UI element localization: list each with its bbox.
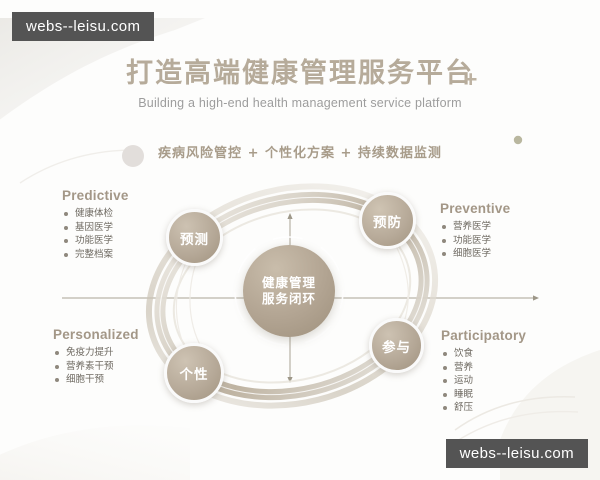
quadrant-preventive: Preventive 营养医学 功能医学 细胞医学 [440,201,510,261]
quadrant-preventive-list: 营养医学 功能医学 细胞医学 [440,220,510,261]
list-item: 功能医学 [440,234,510,248]
list-item: 运动 [441,374,526,388]
watermark-bottom-right: webs--leisu.com [445,439,588,468]
center-node[interactable]: 健康管理 服务闭环 [243,245,335,337]
list-item: 健康体检 [62,207,129,221]
node-personal[interactable]: 个性 [164,343,224,403]
quadrant-predictive: Predictive 健康体检 基因医学 功能医学 完整档案 [62,188,129,261]
list-item: 舒压 [441,401,526,415]
node-predict-label: 预测 [180,231,209,248]
node-participate-label: 参与 [382,339,411,356]
center-node-line2: 服务闭环 [261,291,316,306]
list-item: 基因医学 [62,221,129,235]
header-block: 打造高端健康管理服务平台 Building a high-end health … [0,58,600,110]
decor-dot-right [513,135,523,145]
list-item: 营养 [441,361,526,375]
center-ring [234,236,344,346]
quadrant-predictive-heading: Predictive [62,188,129,203]
node-personal-label: 个性 [179,367,209,383]
list-item: 细胞医学 [440,247,510,261]
quadrant-preventive-heading: Preventive [440,201,511,216]
list-item: 睡眠 [441,388,526,402]
page-subtitle: Building a high-end health management se… [138,96,462,111]
quadrant-personalized-heading: Personalized [53,327,139,342]
quadrant-predictive-list: 健康体检 基因医学 功能医学 完整档案 [62,207,129,261]
list-item: 营养医学 [440,220,510,234]
decor-dot-left [122,145,144,167]
node-prevent[interactable]: 预防 [359,192,416,249]
quadrant-participatory-heading: Participatory [441,328,527,343]
center-node-line1: 健康管理 [261,275,316,290]
tagline: 疾病风险管控 + 个性化方案 + 持续数据监测 [158,146,442,161]
quadrant-personalized-list: 免疫力提升 营养素干预 细胞干预 [53,346,139,387]
list-item: 饮食 [441,347,526,361]
plus-decor-icon: + [464,66,478,92]
list-item: 营养素干预 [53,360,139,374]
page-title: 打造高端健康管理服务平台 [126,58,474,89]
node-prevent-label: 预防 [373,214,402,231]
node-predict[interactable]: 预测 [166,209,223,266]
list-item: 细胞干预 [53,373,139,387]
watermark-top-left: webs--leisu.com [12,12,155,41]
quadrant-participatory: Participatory 饮食 营养 运动 睡眠 舒压 [441,328,526,415]
quadrant-personalized: Personalized 免疫力提升 营养素干预 细胞干预 [53,327,139,387]
quadrant-participatory-list: 饮食 营养 运动 睡眠 舒压 [441,347,526,415]
list-item: 完整档案 [62,248,129,262]
node-participate[interactable]: 参与 [369,318,424,373]
list-item: 免疫力提升 [53,346,139,360]
list-item: 功能医学 [62,234,129,248]
